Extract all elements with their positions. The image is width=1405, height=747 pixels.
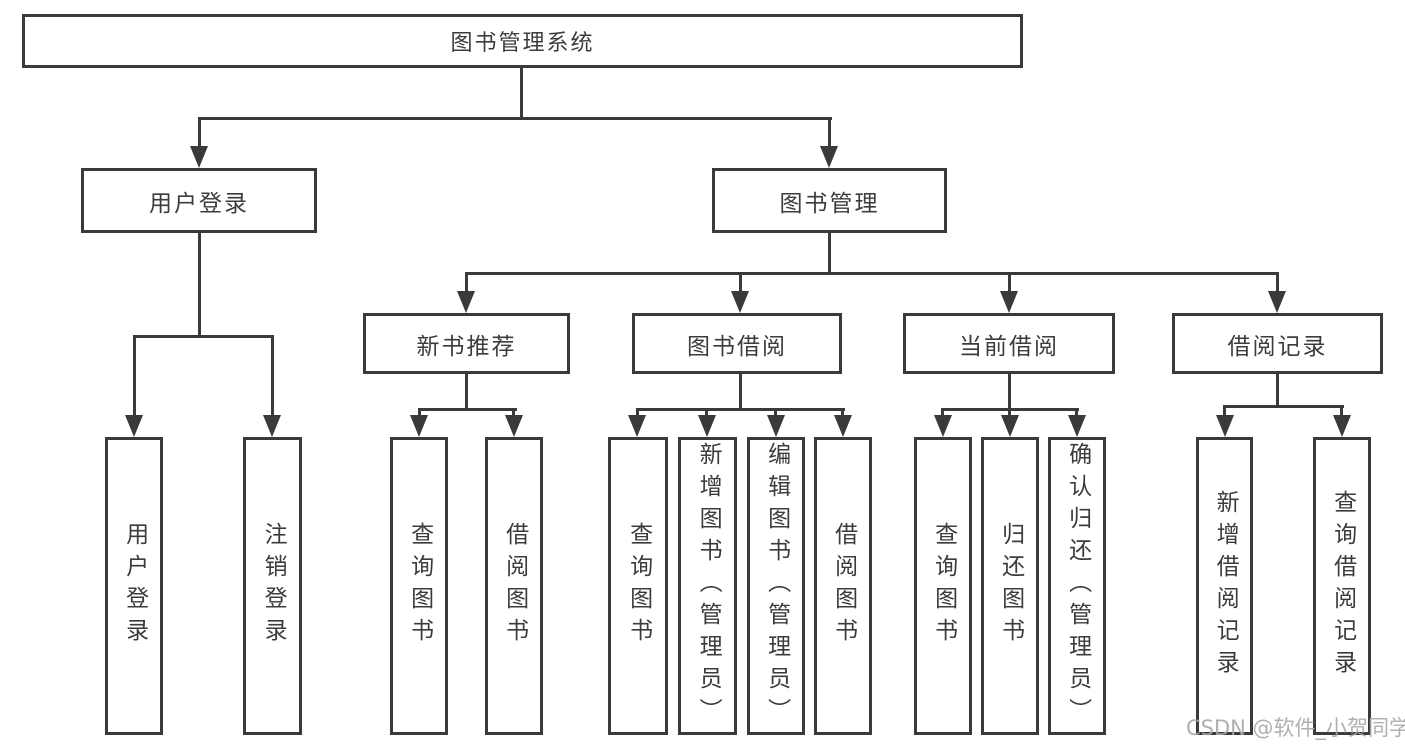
node-label: 图书借阅 bbox=[687, 333, 787, 360]
arrowhead-down-icon bbox=[628, 415, 646, 437]
connector-line bbox=[198, 117, 832, 120]
arrowhead-down-icon bbox=[834, 415, 852, 437]
node-label: 当前借阅 bbox=[959, 333, 1059, 360]
connector-line bbox=[739, 374, 742, 408]
leaf-return-books: 归还图书 bbox=[981, 437, 1039, 735]
arrowhead-down-icon bbox=[1216, 415, 1234, 437]
leaf-query-books-recommend: 查询图书 bbox=[390, 437, 448, 735]
leaf-borrow-books: 借阅图书 bbox=[814, 437, 872, 735]
connector-line bbox=[1075, 408, 1078, 417]
leaf-label: 新增图书（管理员） bbox=[695, 442, 722, 730]
connector-line bbox=[418, 408, 421, 417]
node-library-management-system: 图书管理系统 bbox=[22, 14, 1023, 68]
node-label: 图书管理系统 bbox=[450, 31, 595, 56]
node-book-management: 图书管理 bbox=[712, 168, 947, 233]
arrowhead-down-icon bbox=[1001, 415, 1019, 437]
leaf-label: 确认归还（管理员） bbox=[1064, 442, 1091, 730]
connector-line bbox=[133, 335, 274, 338]
node-book-borrowing: 图书借阅 bbox=[632, 313, 842, 374]
arrowhead-down-icon bbox=[125, 415, 143, 437]
connector-line bbox=[198, 233, 201, 335]
connector-line bbox=[1008, 408, 1011, 417]
leaf-query-books-current: 查询图书 bbox=[914, 437, 972, 735]
leaf-label: 借阅图书 bbox=[830, 522, 857, 650]
arrowhead-down-icon bbox=[698, 415, 716, 437]
leaf-label: 查询图书 bbox=[406, 522, 433, 650]
connector-line bbox=[465, 374, 468, 408]
leaf-label: 编辑图书（管理员） bbox=[763, 442, 790, 730]
leaf-label: 归还图书 bbox=[997, 522, 1024, 650]
connector-line bbox=[133, 335, 136, 417]
node-borrowing-records: 借阅记录 bbox=[1172, 313, 1383, 374]
csdn-watermark: CSDN @软件_小贺同学 bbox=[1186, 716, 1405, 740]
arrowhead-down-icon bbox=[190, 146, 208, 168]
arrowhead-down-icon bbox=[934, 415, 952, 437]
leaf-label: 借阅图书 bbox=[501, 522, 528, 650]
connector-line bbox=[418, 408, 517, 411]
connector-line bbox=[512, 408, 515, 417]
leaf-label: 注销登录 bbox=[260, 522, 287, 650]
leaf-label: 新增借阅记录 bbox=[1212, 490, 1239, 682]
leaf-confirm-return-admin: 确认归还（管理员） bbox=[1048, 437, 1106, 735]
arrowhead-down-icon bbox=[1068, 415, 1086, 437]
leaf-label: 用户登录 bbox=[121, 522, 148, 650]
leaf-user-login: 用户登录 bbox=[105, 437, 163, 735]
leaf-edit-books-admin: 编辑图书（管理员） bbox=[747, 437, 805, 735]
connector-line bbox=[1223, 405, 1344, 408]
connector-line bbox=[520, 68, 523, 117]
connector-line bbox=[1276, 374, 1279, 406]
leaf-borrow-books-recommend: 借阅图书 bbox=[485, 437, 543, 735]
node-label: 图书管理 bbox=[779, 190, 880, 217]
node-user-login: 用户登录 bbox=[81, 168, 317, 233]
connector-line bbox=[636, 408, 845, 411]
arrowhead-down-icon bbox=[263, 415, 281, 437]
connector-line bbox=[828, 233, 831, 272]
leaf-add-books-admin: 新增图书（管理员） bbox=[678, 437, 737, 735]
connector-line bbox=[1223, 405, 1226, 417]
connector-line bbox=[271, 335, 274, 417]
arrowhead-down-icon bbox=[731, 291, 749, 313]
arrowhead-down-icon bbox=[505, 415, 523, 437]
leaf-query-borrow-record: 查询借阅记录 bbox=[1313, 437, 1371, 735]
connector-line bbox=[1340, 405, 1343, 417]
connector-line bbox=[739, 272, 742, 293]
arrowhead-down-icon bbox=[457, 291, 475, 313]
connector-line bbox=[465, 272, 468, 293]
arrowhead-down-icon bbox=[820, 146, 838, 168]
connector-line bbox=[828, 117, 831, 150]
node-new-book-recommendation: 新书推荐 bbox=[363, 313, 570, 374]
leaf-logout: 注销登录 bbox=[243, 437, 302, 735]
leaf-query-books-borrowing: 查询图书 bbox=[608, 437, 668, 735]
connector-line bbox=[774, 408, 777, 417]
connector-line bbox=[705, 408, 708, 417]
connector-line bbox=[198, 117, 201, 150]
connector-line bbox=[1008, 374, 1011, 408]
arrowhead-down-icon bbox=[767, 415, 785, 437]
node-current-borrowing: 当前借阅 bbox=[903, 313, 1115, 374]
connector-line bbox=[1276, 272, 1279, 293]
leaf-add-borrow-record: 新增借阅记录 bbox=[1196, 437, 1253, 735]
node-label: 新书推荐 bbox=[416, 333, 517, 360]
arrowhead-down-icon bbox=[1268, 291, 1286, 313]
leaf-label: 查询图书 bbox=[625, 522, 652, 650]
connector-line bbox=[1008, 272, 1011, 293]
arrowhead-down-icon bbox=[1333, 415, 1351, 437]
connector-line bbox=[636, 408, 639, 417]
leaf-label: 查询借阅记录 bbox=[1329, 490, 1356, 682]
arrowhead-down-icon bbox=[410, 415, 428, 437]
connector-line bbox=[941, 408, 944, 417]
leaf-label: 查询图书 bbox=[930, 522, 957, 650]
arrowhead-down-icon bbox=[1000, 291, 1018, 313]
node-label: 用户登录 bbox=[149, 190, 249, 217]
connector-line bbox=[841, 408, 844, 417]
node-label: 借阅记录 bbox=[1227, 333, 1328, 360]
connector-line bbox=[465, 272, 1279, 275]
